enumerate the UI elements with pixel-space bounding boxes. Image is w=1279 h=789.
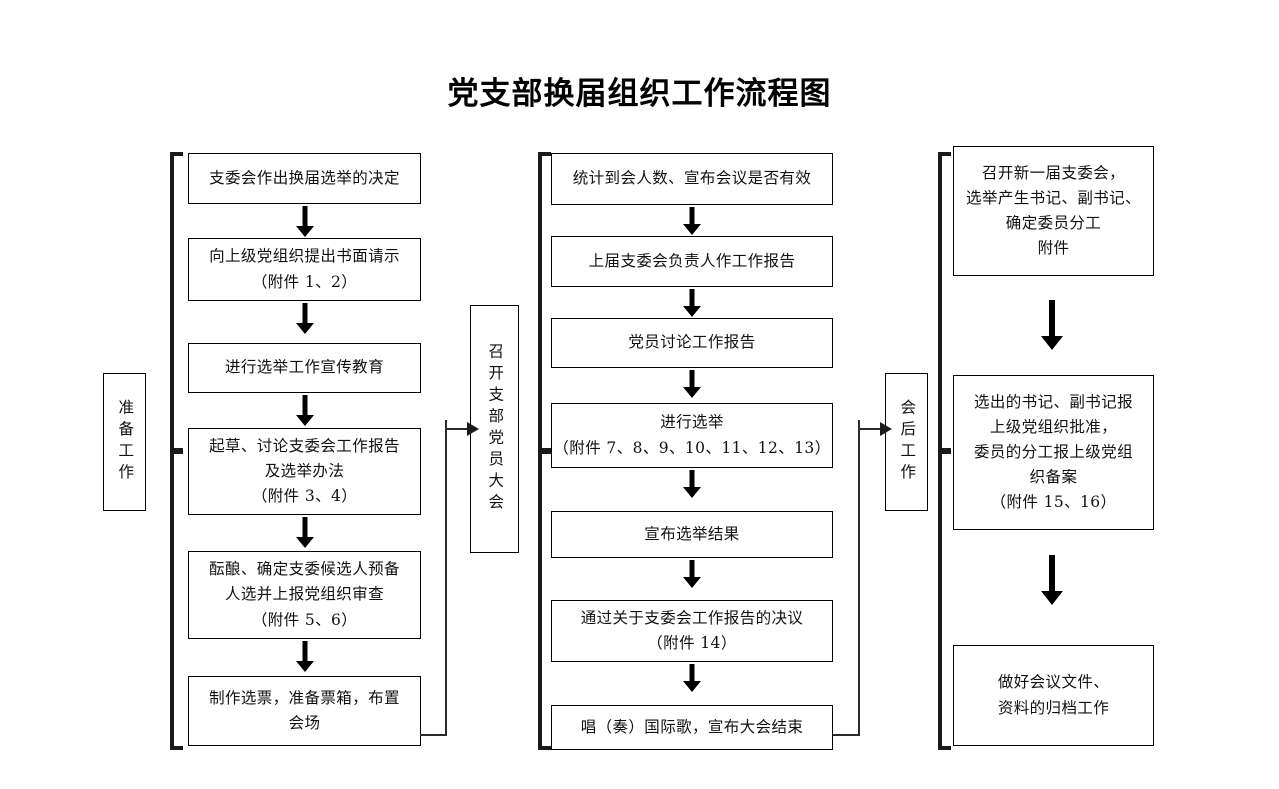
- connector-prep-to-congress: [420, 420, 482, 736]
- step-text: 做好会议文件、: [997, 673, 1110, 692]
- step-text: 委员的分工报上级党组: [973, 442, 1133, 461]
- step-box-post-3[interactable]: 做好会议文件、 资料的归档工作: [953, 645, 1154, 746]
- stage-label-post-meeting: 会后工作: [885, 373, 928, 511]
- group-bracket-congress-nub: [537, 448, 551, 454]
- step-text: 选出的书记、副书记报: [973, 392, 1133, 411]
- connector-arrowhead: [880, 422, 892, 436]
- group-bracket-post-meeting-nub: [937, 448, 951, 454]
- group-bracket-post-meeting: [937, 152, 951, 750]
- arrow-down-post-1-2: [1041, 300, 1063, 350]
- group-bracket-preparation: [169, 152, 183, 750]
- step-text: 酝酿、确定支委候选人预备: [209, 560, 400, 579]
- step-text-attachment: （附件 15、16）: [990, 493, 1117, 512]
- step-text-attachment: （附件 3、4）: [251, 487, 358, 506]
- arrow-down-congress-1-2: [683, 207, 701, 235]
- step-text: 起草、讨论支委会工作报告: [209, 436, 400, 455]
- step-box-congress-1[interactable]: 统计到会人数、宣布会议是否有效: [551, 153, 833, 205]
- arrow-down-congress-5-6: [683, 560, 701, 588]
- connector-congress-to-post: [833, 420, 895, 736]
- step-text: 制作选票，准备票箱，布置: [209, 688, 400, 707]
- arrow-down-prep-3-4: [296, 395, 314, 426]
- step-text: 宣布选举结果: [644, 524, 740, 543]
- arrow-down-prep-4-5: [296, 517, 314, 548]
- step-text-attachment: 附件: [1037, 239, 1070, 258]
- arrow-down-prep-2-3: [296, 303, 314, 334]
- group-bracket-preparation-nub: [169, 448, 183, 454]
- step-box-prep-6[interactable]: 制作选票，准备票箱，布置 会场: [188, 676, 421, 746]
- arrow-down-prep-1-2: [296, 206, 314, 237]
- step-text-attachment: （附件 7、8、9、10、11、12、13）: [553, 438, 831, 457]
- step-text: 支委会作出换届选举的决定: [209, 168, 400, 187]
- step-box-prep-2[interactable]: 向上级党组织提出书面请示 （附件 1、2）: [188, 238, 421, 301]
- group-bracket-congress: [537, 152, 551, 750]
- arrow-down-prep-5-6: [296, 641, 314, 672]
- step-box-congress-2[interactable]: 上届支委会负责人作工作报告: [551, 236, 833, 287]
- step-box-post-2[interactable]: 选出的书记、副书记报 上级党组织批准， 委员的分工报上级党组 织备案 （附件 1…: [953, 375, 1154, 530]
- step-box-prep-3[interactable]: 进行选举工作宣传教育: [188, 343, 421, 393]
- step-text: 会场: [288, 714, 321, 732]
- step-text: 通过关于支委会工作报告的决议: [580, 608, 804, 627]
- step-text-attachment: （附件 14）: [647, 634, 737, 652]
- step-text: 唱（奏）国际歌，宣布大会结束: [580, 717, 804, 736]
- step-text: 向上级党组织提出书面请示: [209, 247, 400, 266]
- arrow-down-congress-4-5: [683, 470, 701, 498]
- step-text: 上级党组织批准，: [989, 417, 1118, 436]
- step-text-attachment: （附件 1、2）: [251, 272, 358, 291]
- arrow-down-congress-2-3: [683, 289, 701, 317]
- step-box-prep-4[interactable]: 起草、讨论支委会工作报告 及选举办法 （附件 3、4）: [188, 428, 421, 515]
- step-box-congress-6[interactable]: 通过关于支委会工作报告的决议 （附件 14）: [551, 600, 833, 662]
- step-text: 资料的归档工作: [997, 698, 1110, 717]
- step-text: 确定委员分工: [1005, 214, 1102, 232]
- stage-label-preparation-text: 准备工作: [116, 399, 135, 485]
- step-text: 统计到会人数、宣布会议是否有效: [572, 169, 812, 188]
- step-box-prep-1[interactable]: 支委会作出换届选举的决定: [188, 153, 421, 204]
- step-box-congress-5[interactable]: 宣布选举结果: [551, 511, 833, 558]
- connector-arrowhead: [467, 422, 479, 436]
- step-box-post-1[interactable]: 召开新一届支委会， 选举产生书记、副书记、 确定委员分工 附件: [953, 146, 1154, 276]
- stage-label-post-meeting-text: 会后工作: [898, 399, 917, 485]
- step-text: 进行选举: [660, 413, 724, 432]
- step-text: 织备案: [1029, 468, 1078, 487]
- step-box-congress-7[interactable]: 唱（奏）国际歌，宣布大会结束: [551, 705, 833, 750]
- step-text: 及选举办法: [264, 461, 345, 480]
- step-text: 上届支委会负责人作工作报告: [588, 251, 796, 270]
- step-text: 党员讨论工作报告: [628, 333, 756, 352]
- step-text: 人选并上报党组织审查: [224, 585, 384, 604]
- step-text-attachment: （附件 5、6）: [251, 610, 358, 629]
- arrow-down-congress-3-4: [683, 370, 701, 398]
- step-box-congress-4[interactable]: 进行选举 （附件 7、8、9、10、11、12、13）: [551, 403, 833, 468]
- step-text: 选举产生书记、副书记、: [966, 188, 1141, 207]
- arrow-down-congress-6-7: [683, 664, 701, 692]
- step-box-prep-5[interactable]: 酝酿、确定支委候选人预备 人选并上报党组织审查 （附件 5、6）: [188, 551, 421, 639]
- stage-label-branch-member-congress-text: 召开支部党员大会: [486, 343, 505, 515]
- step-text: 召开新一届支委会，: [981, 163, 1126, 182]
- stage-label-preparation: 准备工作: [103, 373, 146, 511]
- arrow-down-post-2-3: [1041, 555, 1063, 605]
- page-title: 党支部换届组织工作流程图: [447, 76, 832, 112]
- step-text: 进行选举工作宣传教育: [224, 358, 384, 377]
- step-box-congress-3[interactable]: 党员讨论工作报告: [551, 318, 833, 368]
